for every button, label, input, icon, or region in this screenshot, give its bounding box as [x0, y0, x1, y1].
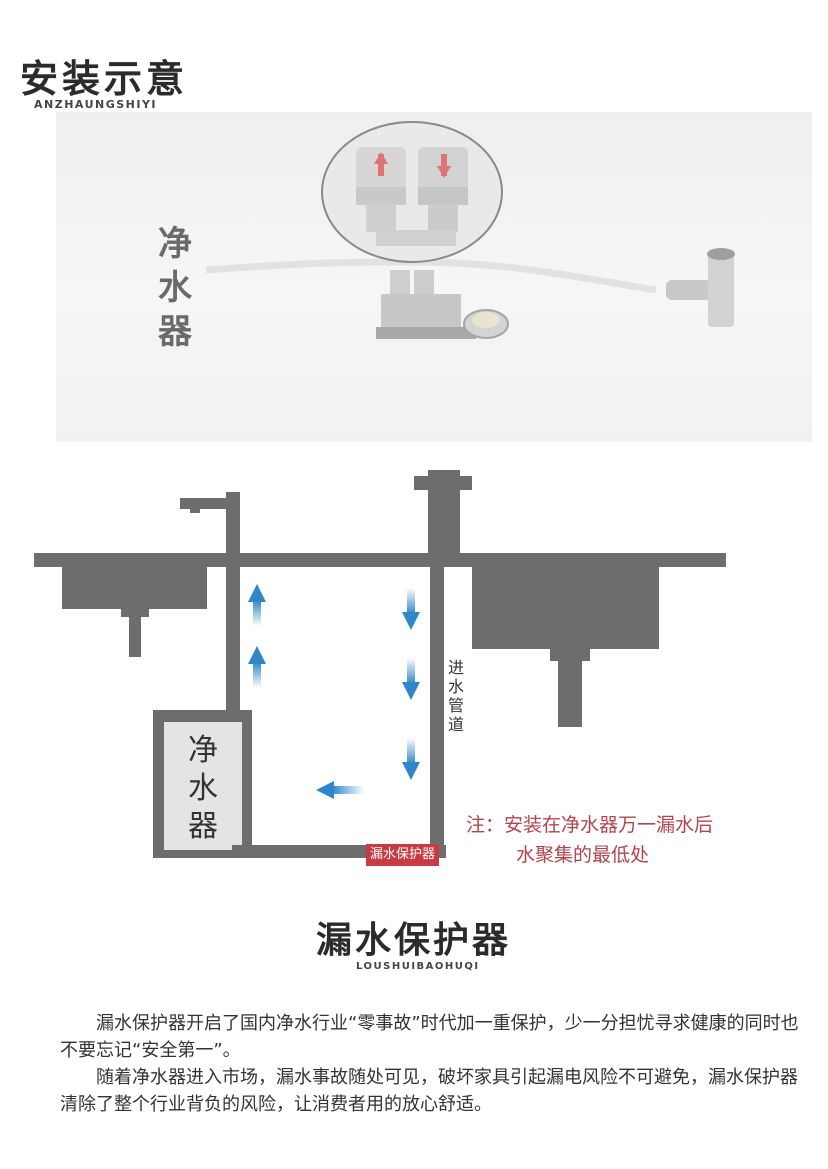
inlet-pipe-label: 进 水 管 道 — [446, 658, 466, 734]
description-text: 漏水保护器开启了国内净水行业“零事故”时代加一重保护，少一分担忧寻求健康的同时也… — [60, 1010, 800, 1118]
installation-diagram: 净 水 器 进 水 管 道 漏水保护器 注：安装在净水器万一漏水后 — [0, 460, 828, 880]
right-sink-basin — [472, 567, 659, 649]
up-arrow-icon — [248, 646, 266, 688]
label-char: 道 — [447, 715, 464, 734]
section-title-installation: 安装示意 — [20, 57, 189, 101]
label-char: 管 — [447, 696, 464, 715]
down-arrow-icon — [402, 588, 420, 630]
note-line: 注：安装在净水器万一漏水后 — [466, 814, 714, 836]
product-photo-illustration — [205, 121, 735, 339]
up-arrow-icon — [248, 584, 266, 626]
left-sink-drain — [121, 609, 149, 617]
right-sink-drainpipe — [558, 661, 582, 727]
purifier-box-label: 净 水 器 — [173, 732, 233, 846]
product-photo — [56, 112, 812, 442]
installation-note: 注：安装在净水器万一漏水后 水聚集的最低处 — [466, 810, 713, 870]
paragraph-1: 漏水保护器开启了国内净水行业“零事故”时代加一重保护，少一分担忧寻求健康的同时也… — [60, 1013, 799, 1061]
label-char: 净 — [158, 224, 192, 264]
purifier-outlet-pipe — [226, 492, 240, 712]
down-arrow-icon — [402, 738, 420, 780]
inlet-pipe — [430, 480, 444, 858]
label-char: 器 — [188, 809, 218, 844]
left-sink-drainpipe — [129, 617, 141, 657]
paragraph-2: 随着净水器进入市场，漏水事故随处可见，破坏家具引起漏电风险不可避免，漏水保护器清… — [60, 1067, 798, 1115]
purifier-faucet-tip — [190, 509, 200, 513]
section-subtitle-installation: ANZHAUNGSHIYI — [34, 98, 158, 111]
label-char: 水 — [447, 677, 464, 696]
main-faucet-body — [428, 480, 460, 558]
purifier-box: 净 水 器 — [164, 722, 242, 850]
photo-purifier-label: 净 水 器 — [155, 222, 195, 354]
label-char: 水 — [188, 771, 218, 806]
leak-protector-tag: 漏水保护器 — [366, 844, 440, 866]
label-char: 净 — [188, 733, 218, 768]
purifier-faucet-spout — [180, 498, 228, 509]
main-faucet-top — [428, 470, 460, 480]
left-sink-basin — [62, 567, 207, 609]
left-arrow-icon — [316, 781, 364, 799]
section-title-leak-protector: 漏水保护器 — [316, 920, 512, 961]
flow-arrows — [248, 584, 420, 799]
label-char: 器 — [158, 312, 192, 352]
section-subtitle-leak-protector: LOUSHUIBAOHUQI — [356, 961, 480, 972]
countertop — [34, 553, 726, 567]
down-arrow-icon — [402, 658, 420, 700]
label-char: 水 — [158, 268, 192, 308]
label-char: 进 — [447, 658, 464, 677]
note-line: 水聚集的最低处 — [516, 844, 650, 866]
right-sink-drain — [550, 649, 590, 661]
